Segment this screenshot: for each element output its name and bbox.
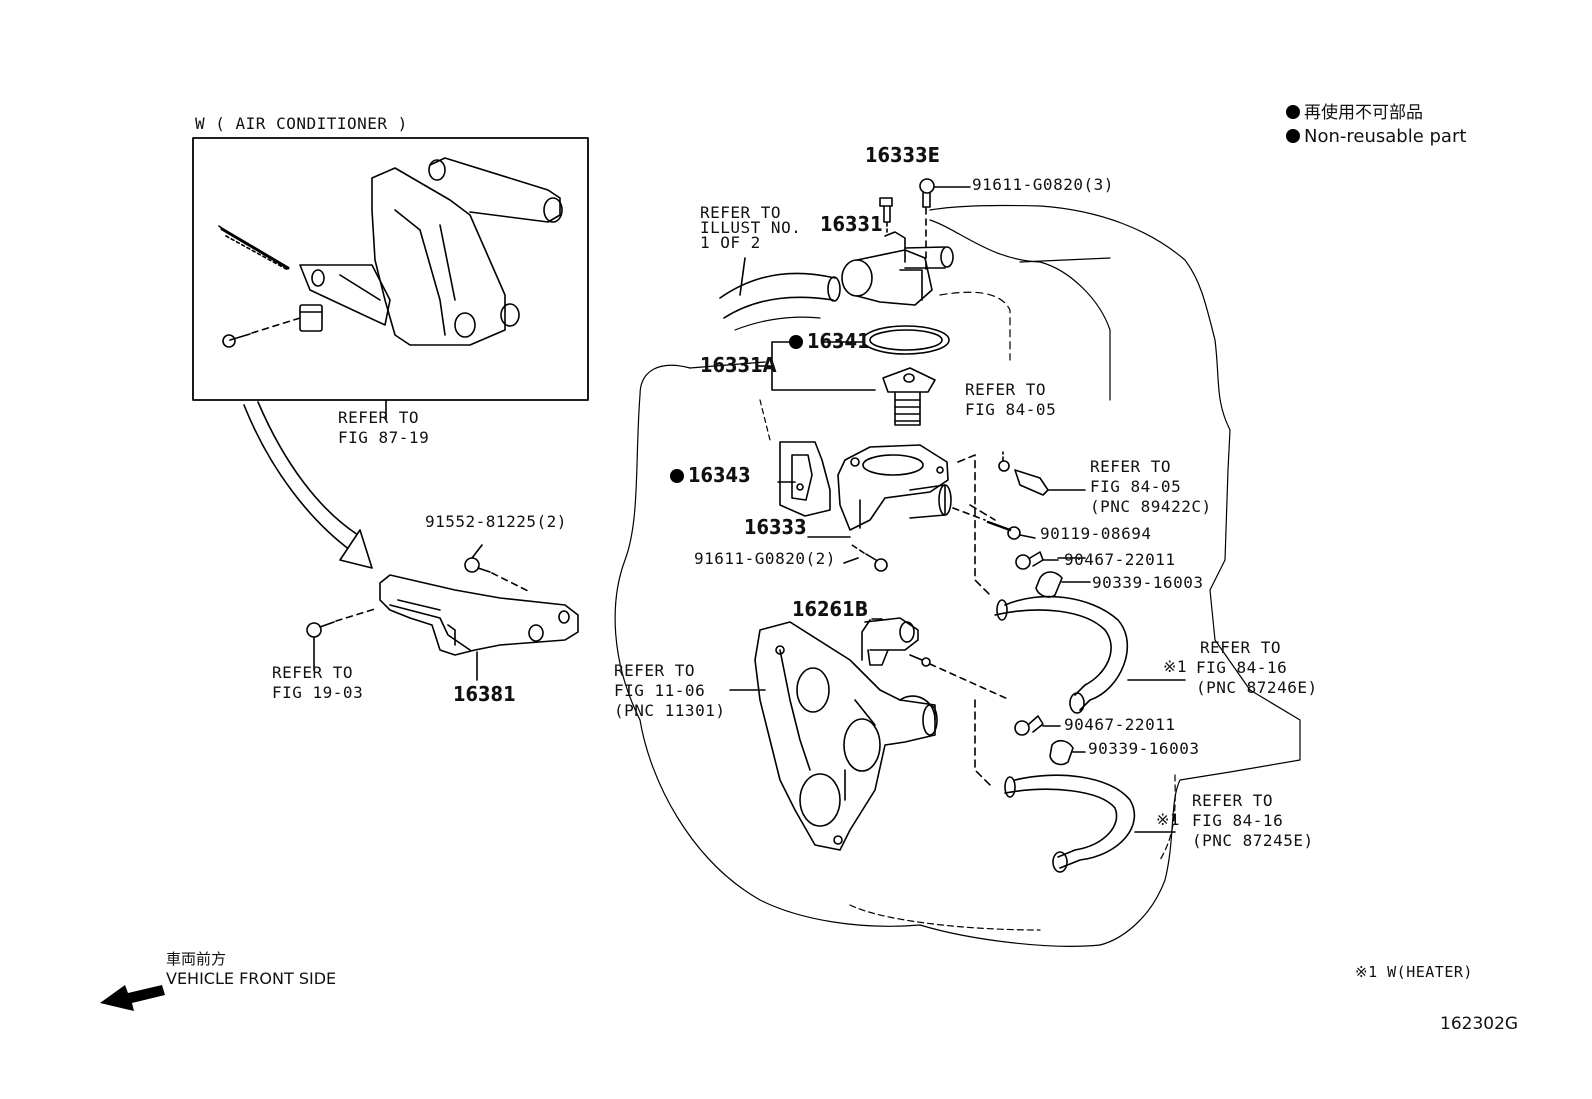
direction-jp: 車両前方: [166, 950, 227, 968]
upper-hose: [719, 257, 841, 319]
hose-87245E: [1004, 774, 1176, 873]
refer-illust-no: REFER TO ILLUST NO. 1 OF 2: [700, 203, 802, 252]
inset-frame: [192, 137, 589, 401]
refer-fig8719: REFER TO FIG 87-19: [338, 408, 430, 447]
ac-bracket-drawing: [299, 157, 563, 346]
refer-fig8416-87246E: REFER TO FIG 84-16 (PNC 87246E): [1196, 638, 1318, 697]
gasket-16341: [862, 325, 950, 355]
note-mark-upper: ※1: [1163, 657, 1188, 676]
part-16261B: 16261B: [792, 597, 869, 621]
note-mark-lower: ※1: [1156, 810, 1181, 829]
inset-title: W ( AIR CONDITIONER ): [195, 114, 408, 133]
engine-outline: [614, 204, 1301, 947]
gasket-16343: [779, 441, 831, 517]
bolt-16333E: [879, 197, 893, 235]
inset-nut: [299, 304, 323, 332]
curved-arrow: [243, 401, 373, 569]
part-16331: 16331: [820, 212, 883, 236]
part-90467-22011-lower: 90467-22011: [1064, 715, 1176, 734]
part-91611-G0820-2: 91611-G0820(2): [694, 549, 836, 568]
refer-fig1903: REFER TO FIG 19-03: [272, 663, 364, 702]
refer-fig8405-pnc: REFER TO FIG 84-05 (PNC 89422C): [1090, 457, 1212, 516]
part-16341: 16341: [789, 330, 870, 352]
part-90467-22011-upper: 90467-22011: [1064, 550, 1176, 569]
pipe-16261B: [861, 617, 1011, 701]
inlet-16331-drawing: [841, 231, 954, 306]
bolt-91611-top: [919, 178, 971, 271]
part-90339-16003-upper: 90339-16003: [1092, 573, 1204, 592]
inset-long-bolt: [218, 225, 290, 271]
water-pump-housing: [729, 621, 938, 851]
direction-en: VEHICLE FRONT SIDE: [166, 969, 337, 988]
clamp-90467-upper: [1015, 551, 1059, 570]
refer-fig1106: REFER TO FIG 11-06 (PNC 11301): [614, 661, 726, 720]
part-16343: 16343: [670, 464, 751, 486]
part-91552-81225-2: 91552-81225(2): [425, 512, 567, 531]
legend-en: Non-reusable part: [1286, 128, 1466, 146]
part-16333: 16333: [744, 515, 807, 539]
bolt-fig1903: [306, 607, 379, 671]
bracket-16381-drawing: [379, 574, 579, 656]
vehicle-front-arrow: [100, 985, 165, 1011]
bullet-icon: [1286, 129, 1300, 143]
hose-87246E: [994, 595, 1186, 714]
non-reusable-bullet-icon: [789, 335, 803, 349]
bolt-90119: [952, 507, 1036, 540]
cap-90339-upper: [1035, 571, 1091, 598]
part-16381: 16381: [453, 682, 516, 706]
non-reusable-bullet-icon: [670, 469, 684, 483]
legend-jp: 再使用不可部品: [1286, 104, 1423, 122]
refer-fig8405: REFER TO FIG 84-05: [965, 380, 1057, 419]
cap-90339-lower: [1049, 739, 1086, 766]
part-90339-16003-lower: 90339-16003: [1088, 739, 1200, 758]
clamp-90467-lower: [1014, 715, 1061, 736]
thermostat-16331A: [882, 367, 936, 426]
part-90119-08694: 90119-08694: [1040, 524, 1152, 543]
inset-small-bolt: [222, 317, 301, 348]
bolt-91611-lower: [851, 544, 888, 572]
sensor-plug: [998, 451, 1086, 496]
part-16331A: 16331A: [700, 353, 777, 377]
housing-16333: [837, 444, 952, 531]
part-16333E: 16333E: [865, 143, 940, 167]
refer-fig8416-87245E: REFER TO FIG 84-16 (PNC 87245E): [1192, 791, 1314, 850]
bolt-91552: [464, 544, 531, 593]
diagram-id: 162302G: [1440, 1014, 1519, 1034]
bullet-icon: [1286, 105, 1300, 119]
footnote-heater: ※1 W(HEATER): [1355, 963, 1473, 981]
part-91611-G0820-3: 91611-G0820(3): [972, 175, 1114, 194]
